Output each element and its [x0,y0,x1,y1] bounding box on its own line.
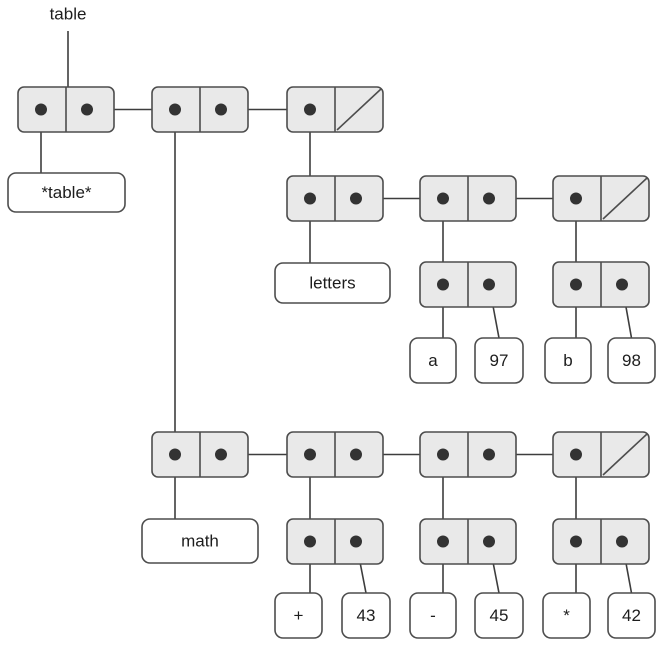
value-box-frame [542,592,591,639]
value-box-frame [7,172,126,213]
value-box-val-minus: - [409,592,457,639]
value-box-val-math: math [141,518,259,564]
car-pointer-dot [570,192,582,205]
value-box-val-a: a [409,337,457,384]
car-pointer-dot [304,448,316,461]
value-box-text: * [563,606,570,625]
value-box-val-43: 43 [341,592,391,639]
car-pointer-dot [570,448,582,461]
value-box-text: letters [309,273,355,292]
value-box-frame [607,337,656,384]
car-pointer-dot [437,448,449,461]
letters-cell-letters-1 [286,175,384,222]
cdr-pointer-dot [483,192,495,205]
value-box-text: a [428,351,438,370]
value-box-layer: *table* letters math a 97 b 98 +43 - 45 * 42 [7,172,656,639]
value-box-text: *table* [41,183,91,202]
value-box-frame [409,337,457,384]
value-box-frame [409,592,457,639]
value-box-frame [474,592,524,639]
value-box-val-42: 42 [607,592,656,639]
value-box-text: 42 [622,606,641,625]
value-box-text: b [563,351,572,370]
car-pointer-dot [437,278,449,291]
letters-pair-cell-pair-b [552,261,650,308]
value-box-val-table: *table* [7,172,126,213]
math-cell-math-1 [151,431,249,478]
cdr-pointer-dot [350,192,362,205]
cdr-pointer-dot [483,535,495,548]
cdr-pointer-dot [616,278,628,291]
car-pointer-dot [35,103,47,116]
value-box-frame [274,262,391,304]
spine-cell-spine-3 [286,86,384,133]
value-box-frame [544,337,592,384]
value-box-val-letters: letters [274,262,391,304]
cdr-pointer-dot [81,103,93,116]
nil-slash-icon [602,433,648,476]
math-cell-math-2 [286,431,384,478]
cdr-pointer-dot [483,278,495,291]
car-pointer-dot [169,103,181,116]
value-box-frame [474,337,524,384]
spine-cell-spine-1 [17,86,115,133]
value-box-frame [341,592,391,639]
car-pointer-dot [169,448,181,461]
car-pointer-dot [304,192,316,205]
letters-pair-cell-pair-a [419,261,517,308]
value-box-text: - [430,606,436,625]
math-cell-math-3 [419,431,517,478]
spine-cell-spine-2 [151,86,249,133]
nil-slash-icon [602,177,648,220]
cdr-pointer-dot [483,448,495,461]
letters-cell-letters-3 [552,175,650,222]
cdr-pointer-dot [215,448,227,461]
value-box-val-97: 97 [474,337,524,384]
root-label-layer: table [50,4,87,23]
cdr-pointer-dot [350,535,362,548]
value-box-val-star: * [542,592,591,639]
value-box-text: 45 [490,606,509,625]
root-label-table: table [50,4,87,23]
math-pair-cell-pair-plus [286,518,384,565]
value-box-val-b: b [544,337,592,384]
value-box-val-98: 98 [607,337,656,384]
car-pointer-dot [304,103,316,116]
cdr-pointer-dot [350,448,362,461]
letters-cell-letters-2 [419,175,517,222]
nil-slash-icon [336,88,382,131]
car-pointer-dot [437,535,449,548]
car-pointer-dot [304,535,316,548]
value-box-text: 98 [622,351,641,370]
value-box-frame [607,592,656,639]
cons-cell-layer [17,86,650,565]
cdr-pointer-dot [616,535,628,548]
value-box-text: + [294,606,304,625]
value-box-val-plus: + [274,592,323,639]
value-box-frame [274,592,323,639]
value-box-text: 43 [357,606,376,625]
math-pair-cell-pair-star [552,518,650,565]
cdr-pointer-dot [215,103,227,116]
math-cell-math-4 [552,431,650,478]
value-box-text: math [181,531,219,550]
car-pointer-dot [570,278,582,291]
value-box-frame [141,518,259,564]
value-box-val-45: 45 [474,592,524,639]
value-box-text: 97 [490,351,509,370]
car-pointer-dot [570,535,582,548]
math-pair-cell-pair-minus [419,518,517,565]
car-pointer-dot [437,192,449,205]
